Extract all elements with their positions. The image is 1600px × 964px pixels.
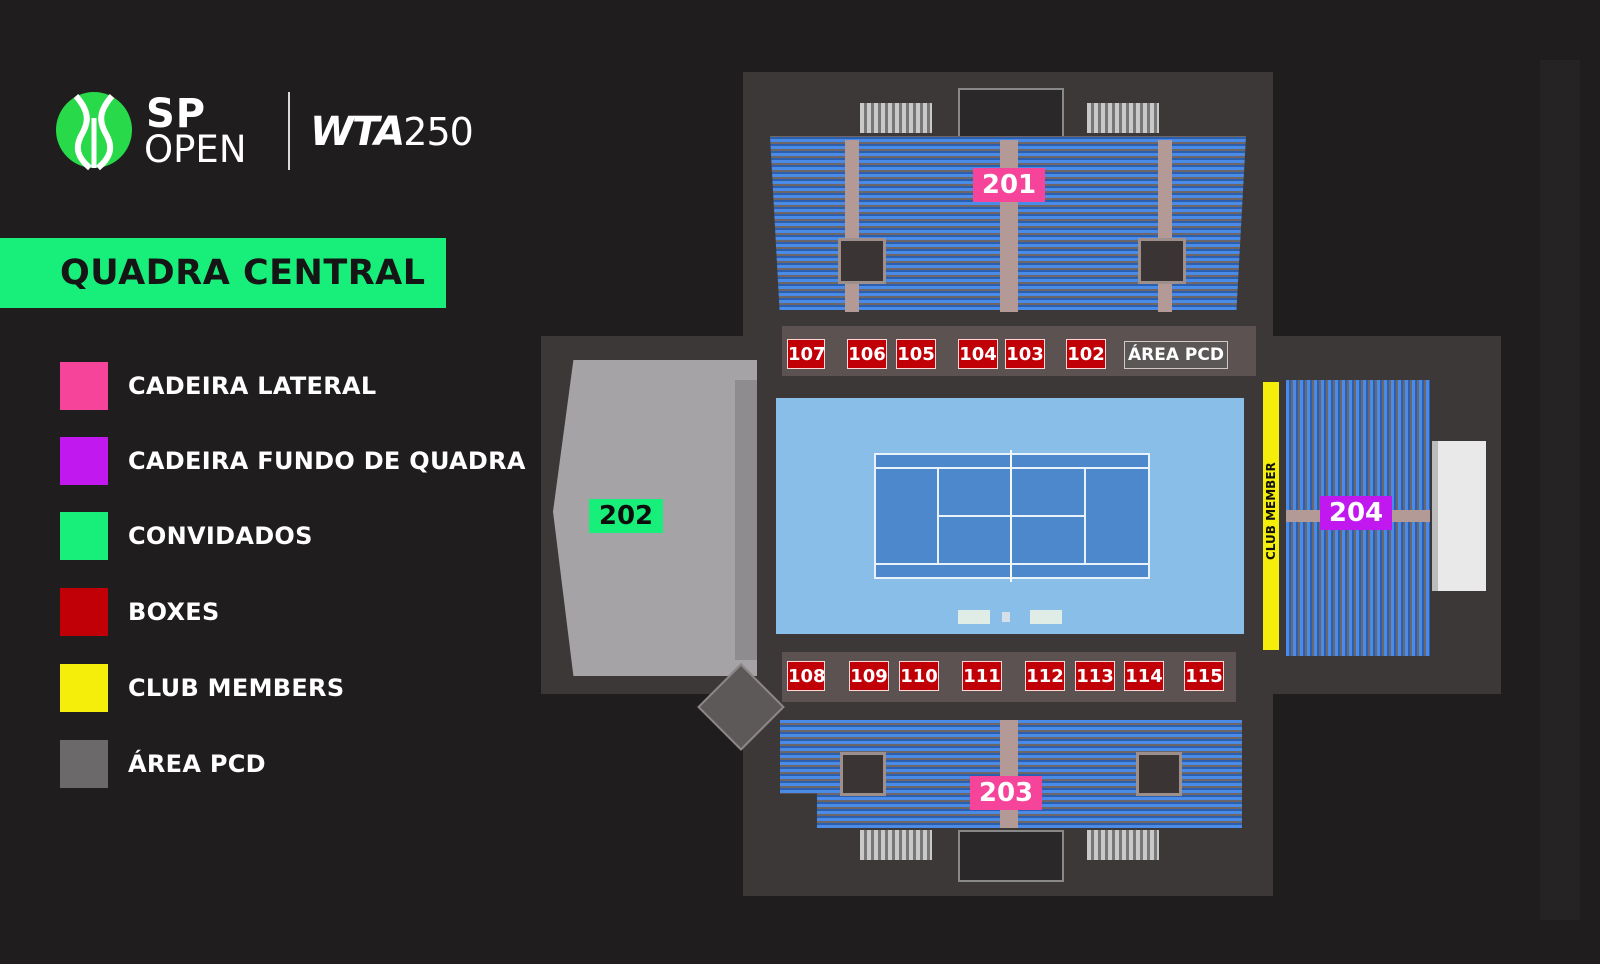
tunnel-entrance (1138, 238, 1186, 284)
legend-item-area-pcd: ÁREA PCD (60, 740, 520, 788)
section-202-edge (735, 380, 757, 660)
wta-letters: WTA (310, 109, 405, 155)
stand-aisle (1000, 140, 1018, 312)
player-bench (958, 610, 990, 624)
box-102[interactable]: 102 (1066, 339, 1106, 369)
umpire-chair (1002, 612, 1010, 622)
legend-label: ÁREA PCD (128, 750, 266, 778)
bottom-broadcast-booth (958, 830, 1064, 882)
box-106[interactable]: 106 (847, 339, 887, 369)
bottom-left-stairs (860, 830, 932, 860)
brand-open: OPEN (144, 128, 247, 171)
scoreboard-structure (1432, 441, 1486, 591)
player-bench (1030, 610, 1062, 624)
legend-swatch (60, 362, 108, 410)
top-broadcast-booth (958, 88, 1064, 138)
brand-sp: SP (146, 91, 207, 137)
bottom-right-stairs (1087, 830, 1159, 860)
stand-aisle (845, 140, 859, 312)
tunnel-entrance (838, 238, 886, 284)
legend-item-cadeira-lateral: CADEIRA LATERAL (60, 362, 520, 410)
section-202-label[interactable]: 202 (589, 499, 663, 533)
tennis-ball-icon (56, 92, 132, 171)
top-left-stairs (860, 103, 932, 133)
club-member-bar[interactable] (1263, 382, 1279, 650)
box-112[interactable]: 112 (1025, 661, 1065, 691)
box-104[interactable]: 104 (958, 339, 998, 369)
legend-swatch (60, 588, 108, 636)
box-113[interactable]: 113 (1075, 661, 1115, 691)
box-110[interactable]: 110 (899, 661, 939, 691)
tunnel-entrance (1136, 752, 1182, 796)
legend-label: CONVIDADOS (128, 522, 313, 550)
box-105[interactable]: 105 (896, 339, 936, 369)
venue-banner (0, 238, 446, 308)
box-109[interactable]: 109 (849, 661, 889, 691)
legend-label: BOXES (128, 598, 220, 626)
box-111[interactable]: 111 (962, 661, 1002, 691)
legend-swatch (60, 740, 108, 788)
legend-swatch (60, 512, 108, 560)
background-shade (1540, 60, 1580, 920)
box-115[interactable]: 115 (1184, 661, 1224, 691)
box-107[interactable]: 107 (787, 339, 826, 369)
legend-item-cadeira-fundo: CADEIRA FUNDO DE QUADRA (60, 437, 525, 485)
club-member-label: CLUB MEMBER (1264, 462, 1278, 560)
wta-number: 250 (403, 110, 474, 154)
sp-open-logo (54, 86, 474, 176)
wta-250-logo: WTA250 (310, 109, 474, 155)
stand-aisle (1158, 140, 1172, 312)
legend-swatch (60, 437, 108, 485)
section-204-label[interactable]: 204 (1320, 496, 1392, 530)
logo-divider (288, 92, 290, 170)
legend-label: CADEIRA FUNDO DE QUADRA (128, 447, 526, 475)
venue-title: QUADRA CENTRAL (60, 253, 426, 293)
court-line (874, 467, 1150, 469)
court-net (1010, 450, 1012, 582)
legend-label: CLUB MEMBERS (128, 674, 345, 702)
legend-swatch (60, 664, 108, 712)
area-pcd-label[interactable]: ÁREA PCD (1124, 341, 1228, 369)
top-right-stairs (1087, 103, 1159, 133)
legend-item-club-members: CLUB MEMBERS (60, 664, 520, 712)
section-203-label[interactable]: 203 (970, 776, 1042, 810)
court-line (874, 563, 1150, 565)
legend-item-convidados: CONVIDADOS (60, 512, 520, 560)
box-114[interactable]: 114 (1124, 661, 1164, 691)
box-103[interactable]: 103 (1005, 339, 1045, 369)
legend-item-boxes: BOXES (60, 588, 520, 636)
tunnel-entrance (840, 752, 886, 796)
section-201-label[interactable]: 201 (973, 168, 1045, 202)
legend-label: CADEIRA LATERAL (128, 372, 377, 400)
box-108[interactable]: 108 (787, 661, 826, 691)
stand-aisle (1000, 720, 1018, 828)
